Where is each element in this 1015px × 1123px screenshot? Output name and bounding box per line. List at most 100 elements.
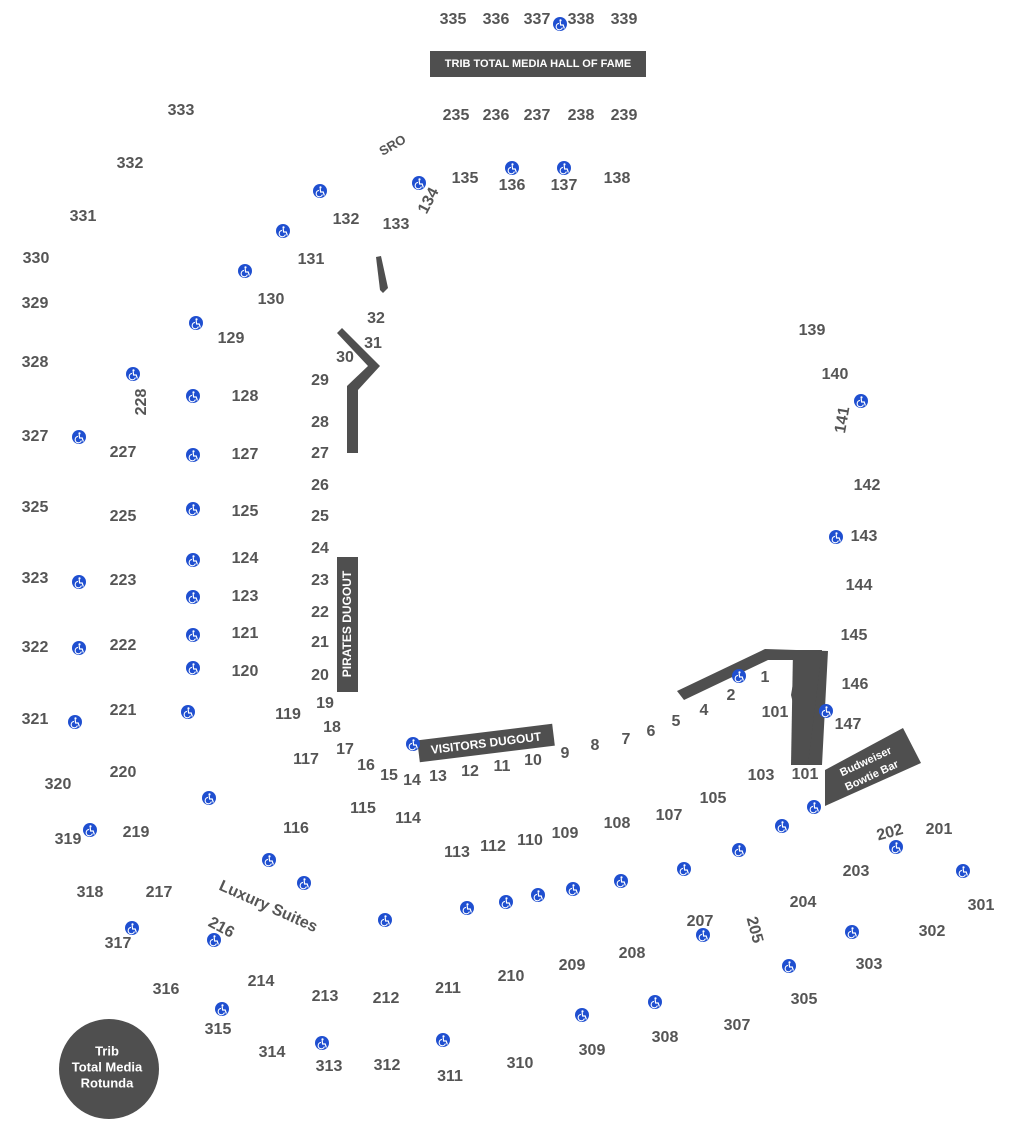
section-211[interactable]: 211: [435, 980, 461, 997]
section-311[interactable]: 311: [437, 1068, 463, 1085]
section-20[interactable]: 20: [311, 667, 329, 684]
section-319[interactable]: 319: [55, 831, 82, 848]
section-219[interactable]: 219: [123, 824, 150, 841]
section-16[interactable]: 16: [357, 757, 375, 774]
section-101[interactable]: 101: [762, 704, 789, 721]
section-132[interactable]: 132: [333, 211, 360, 228]
section-143[interactable]: 143: [851, 528, 878, 545]
section-339[interactable]: 339: [611, 11, 638, 28]
section-315[interactable]: 315: [205, 1021, 232, 1038]
section-225[interactable]: 225: [110, 508, 137, 525]
section-139[interactable]: 139: [799, 322, 826, 339]
section-214[interactable]: 214: [248, 973, 275, 990]
section-130[interactable]: 130: [258, 291, 285, 308]
section-108[interactable]: 108: [604, 815, 631, 832]
section-29[interactable]: 29: [311, 372, 329, 389]
section-308[interactable]: 308: [652, 1029, 679, 1046]
section-120[interactable]: 120: [232, 663, 259, 680]
section-208[interactable]: 208: [619, 945, 646, 962]
section-338[interactable]: 338: [568, 11, 595, 28]
section-312[interactable]: 312: [374, 1057, 401, 1074]
section-302[interactable]: 302: [919, 923, 946, 940]
section-337[interactable]: 337: [524, 11, 551, 28]
section-318[interactable]: 318: [77, 884, 104, 901]
section-124[interactable]: 124: [232, 550, 259, 567]
section-9[interactable]: 9: [561, 745, 570, 762]
section-314[interactable]: 314: [259, 1044, 286, 1061]
section-19[interactable]: 19: [316, 695, 334, 712]
section-335[interactable]: 335: [440, 11, 467, 28]
section-145[interactable]: 145: [841, 627, 868, 644]
section-331[interactable]: 331: [70, 208, 97, 225]
section-131[interactable]: 131: [298, 251, 325, 268]
section-204[interactable]: 204: [790, 894, 817, 911]
section-138[interactable]: 138: [604, 170, 631, 187]
section-144[interactable]: 144: [846, 577, 873, 594]
section-221[interactable]: 221: [110, 702, 137, 719]
section-227[interactable]: 227: [110, 444, 137, 461]
section-336[interactable]: 336: [483, 11, 510, 28]
section-127[interactable]: 127: [232, 446, 259, 463]
section-135[interactable]: 135: [452, 170, 479, 187]
section-237[interactable]: 237: [524, 107, 551, 124]
section-213[interactable]: 213: [312, 988, 339, 1005]
section-310[interactable]: 310: [507, 1055, 534, 1072]
section-301[interactable]: 301: [968, 897, 995, 914]
section-13[interactable]: 13: [429, 768, 447, 785]
section-223[interactable]: 223: [110, 572, 137, 589]
section-137[interactable]: 137: [551, 177, 578, 194]
section-222[interactable]: 222: [110, 637, 137, 654]
section-238[interactable]: 238: [568, 107, 595, 124]
section-116[interactable]: 116: [283, 820, 309, 837]
section-147[interactable]: 147: [835, 716, 862, 733]
section-307[interactable]: 307: [724, 1017, 751, 1034]
section-32[interactable]: 32: [367, 310, 385, 327]
section-146[interactable]: 146: [842, 676, 869, 693]
section-203[interactable]: 203: [843, 863, 870, 880]
section-113[interactable]: 113: [444, 844, 470, 861]
section-24[interactable]: 24: [311, 540, 329, 557]
section-202[interactable]: 202: [875, 821, 905, 844]
section-327[interactable]: 327: [22, 428, 49, 445]
section-322[interactable]: 322: [22, 639, 49, 656]
section-207[interactable]: 207: [687, 913, 714, 930]
section-105[interactable]: 105: [700, 790, 727, 807]
section-129[interactable]: 129: [218, 330, 245, 347]
section-228[interactable]: 228: [133, 389, 150, 416]
section-140[interactable]: 140: [822, 366, 849, 383]
section-121[interactable]: 121: [232, 625, 259, 642]
section-6[interactable]: 6: [647, 723, 656, 740]
section-28[interactable]: 28: [311, 414, 329, 431]
section-209[interactable]: 209: [559, 957, 586, 974]
section-333[interactable]: 333: [168, 102, 195, 119]
section-236[interactable]: 236: [483, 107, 510, 124]
section-323[interactable]: 323: [22, 570, 49, 587]
section-321[interactable]: 321: [22, 711, 49, 728]
section-133[interactable]: 133: [383, 216, 410, 233]
section-15[interactable]: 15: [380, 767, 398, 784]
section-112[interactable]: 112: [480, 838, 506, 855]
section-110[interactable]: 110: [517, 832, 543, 849]
section-31[interactable]: 31: [364, 335, 382, 352]
section-8[interactable]: 8: [591, 737, 600, 754]
section-12[interactable]: 12: [461, 763, 479, 780]
section-303[interactable]: 303: [856, 956, 883, 973]
section-128[interactable]: 128: [232, 388, 259, 405]
section-107[interactable]: 107: [656, 807, 683, 824]
section-17[interactable]: 17: [336, 741, 354, 758]
section-109[interactable]: 109: [552, 825, 579, 842]
section-309[interactable]: 309: [579, 1042, 606, 1059]
section-305[interactable]: 305: [791, 991, 818, 1008]
section-317[interactable]: 317: [105, 935, 132, 952]
section-10[interactable]: 10: [524, 752, 542, 769]
section-22[interactable]: 22: [311, 604, 329, 621]
section-5[interactable]: 5: [672, 713, 681, 730]
section-26[interactable]: 26: [311, 477, 329, 494]
section-119[interactable]: 119: [275, 706, 301, 723]
section-217[interactable]: 217: [146, 884, 173, 901]
section-212[interactable]: 212: [373, 990, 400, 1007]
section-123[interactable]: 123: [232, 588, 259, 605]
section-103[interactable]: 103: [748, 767, 775, 784]
section-316[interactable]: 316: [153, 981, 180, 998]
section-330[interactable]: 330: [23, 250, 50, 267]
